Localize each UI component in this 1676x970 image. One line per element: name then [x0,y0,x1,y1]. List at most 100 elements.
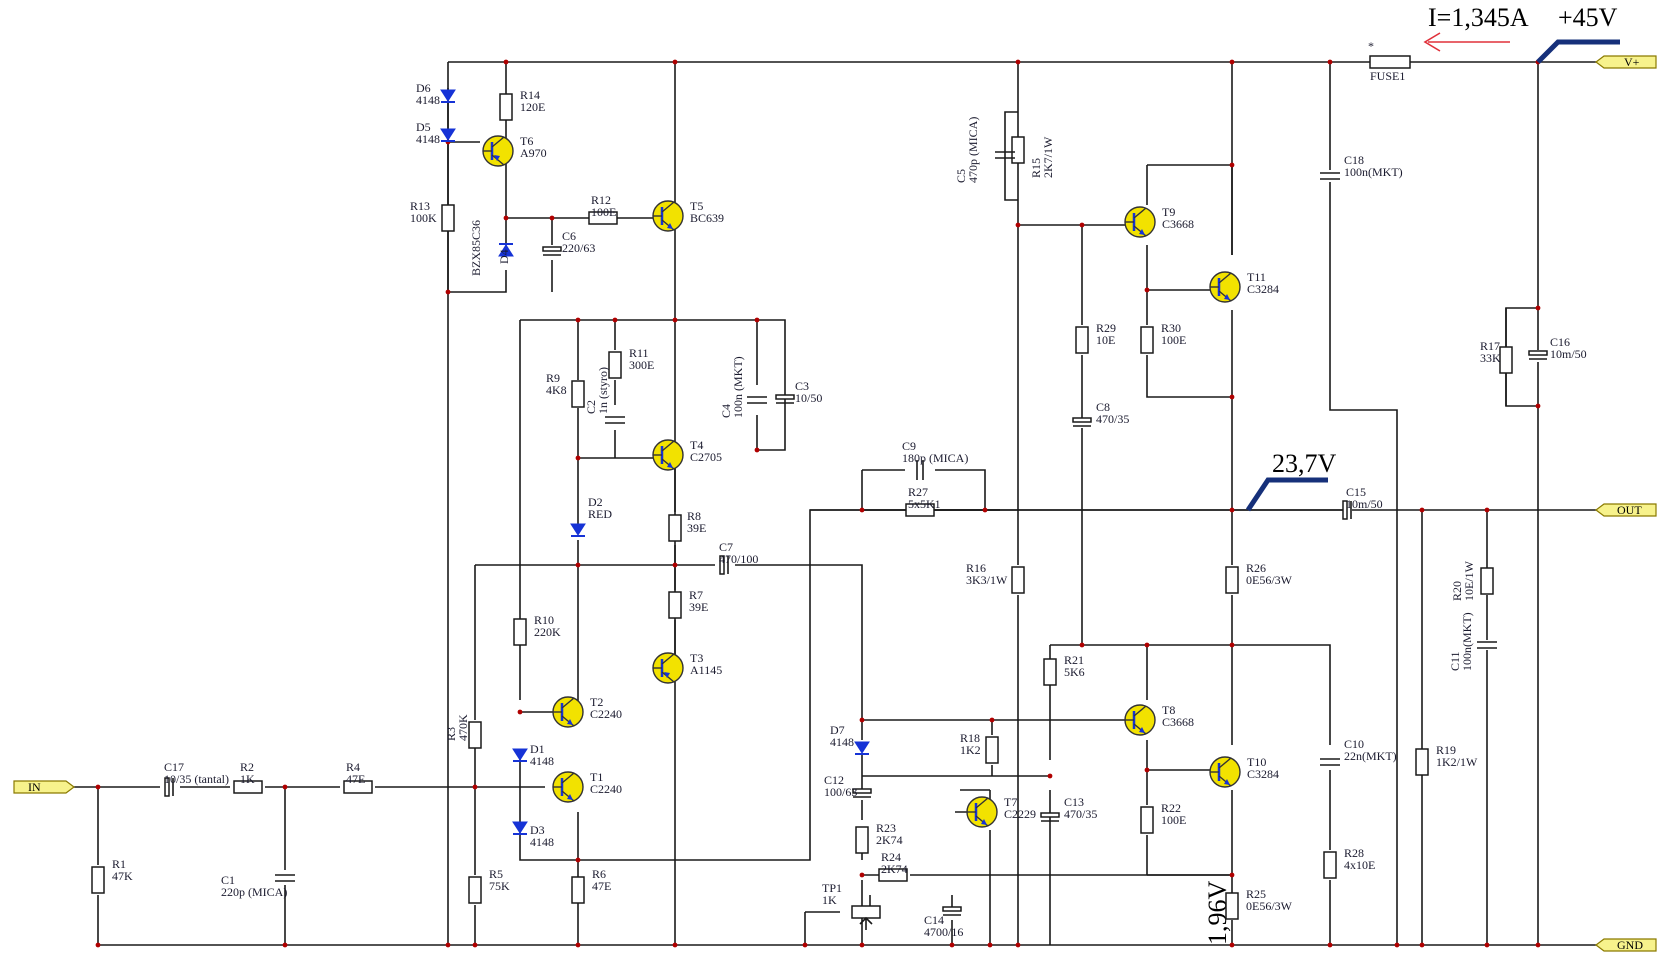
voltage-marker-icon [1245,477,1328,512]
resistor-value: 4x10E [1344,858,1375,872]
input-port-label: IN [28,780,41,794]
capacitor-value: 470p (MICA) [966,117,980,183]
output-port[interactable]: OUT [1595,503,1657,517]
transistor-ref: T1 [590,770,603,784]
transistor-type: A970 [520,146,547,160]
supply-voltage-label: +45V [1558,3,1618,32]
trimmer-value: 1K [822,893,837,907]
resistor-value: 47E [346,772,365,786]
diode-ref: D2 [588,495,603,509]
diode-ref: D3 [530,823,545,837]
resistor-ref: R22 [1161,801,1181,815]
resistor-value: 33K [1480,351,1501,365]
transistor-ref: T2 [590,695,603,709]
capacitor-ref: C12 [824,773,844,787]
resistor-ref: R29 [1096,321,1116,335]
capacitor-value: 220/63 [562,241,595,255]
capacitor-value: 470/100 [719,552,758,566]
capacitor-ref: C7 [719,540,733,554]
resistor-ref: R12 [591,193,611,207]
resistor-ref: R24 [881,850,901,864]
supply-current-label: I=1,345A [1428,3,1529,32]
capacitor-value: 10/50 [795,391,822,405]
capacitor-value: 100n(MKT) [1344,165,1403,179]
resistor-ref: R5 [489,867,503,881]
resistor-ref: R23 [876,821,896,835]
vplus-port[interactable]: V+ [1595,55,1657,69]
transistor-ref: T5 [690,199,703,213]
transistor-type: C2229 [1004,807,1036,821]
capacitor-value: 100n (MKT) [731,356,745,418]
output-port-label: OUT [1617,503,1642,517]
transistor-ref: T7 [1004,795,1017,809]
supply-annotation: I=1,345A +45V [1423,3,1620,64]
transistor-ref: T3 [690,651,703,665]
capacitor-value: 10/35 (tantal) [164,772,229,786]
diode-type: 4148 [416,132,440,146]
capacitor-ref: C13 [1064,795,1084,809]
capacitor-value: 4700/16 [924,925,963,939]
diode-ref: D7 [830,723,845,737]
resistor-ref: R27 [908,485,928,499]
resistor-value: 220K [534,625,561,639]
capacitor-ref: C3 [795,379,809,393]
output-voltage-label: 23,7V [1272,449,1337,478]
resistor-ref: R30 [1161,321,1181,335]
transistor-type: C2705 [690,450,722,464]
transistor-type: A1145 [690,663,722,677]
resistor-value: 47E [592,879,611,893]
resistor-ref: R25 [1246,887,1266,901]
diode-type: BZX85C36 [469,220,483,276]
capacitor-ref: C1 [221,873,235,887]
resistor-value: 39E [689,600,708,614]
capacitor-ref: C15 [1346,485,1366,499]
capacitor-value: 220p (MICA) [221,885,287,899]
resistor-ref: R7 [689,588,703,602]
fuse-mark: * [1368,39,1374,53]
resistor-value: 100E [1161,333,1186,347]
input-port[interactable]: IN [13,780,75,794]
resistor-value: 120E [520,100,545,114]
gnd-port[interactable]: GND [1595,938,1657,952]
resistor-ref: R1 [112,857,126,871]
capacitor-ref: C5 [954,169,968,183]
capacitor-value: 100/63 [824,785,857,799]
transistor-type: C2240 [590,782,622,796]
capacitor-value: 180p (MICA) [902,451,968,465]
resistor-ref: R13 [410,199,430,213]
resistor-ref: R16 [966,561,986,575]
